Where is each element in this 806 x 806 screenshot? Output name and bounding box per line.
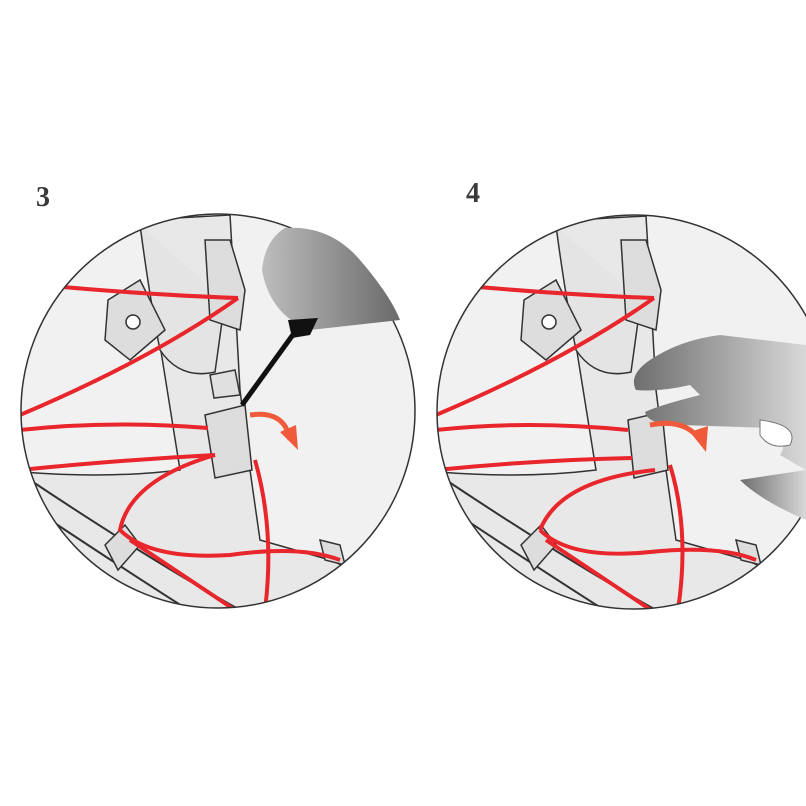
detail-circle-4 bbox=[436, 214, 806, 610]
step-number-4: 4 bbox=[466, 178, 480, 209]
step-number-3: 3 bbox=[36, 182, 50, 213]
screwdriver-icon bbox=[239, 227, 400, 407]
detail-circle-3 bbox=[20, 213, 416, 609]
lace bbox=[437, 283, 757, 609]
lace bbox=[21, 283, 341, 608]
panel-step-3 bbox=[21, 214, 415, 608]
hand-icon bbox=[633, 335, 806, 520]
